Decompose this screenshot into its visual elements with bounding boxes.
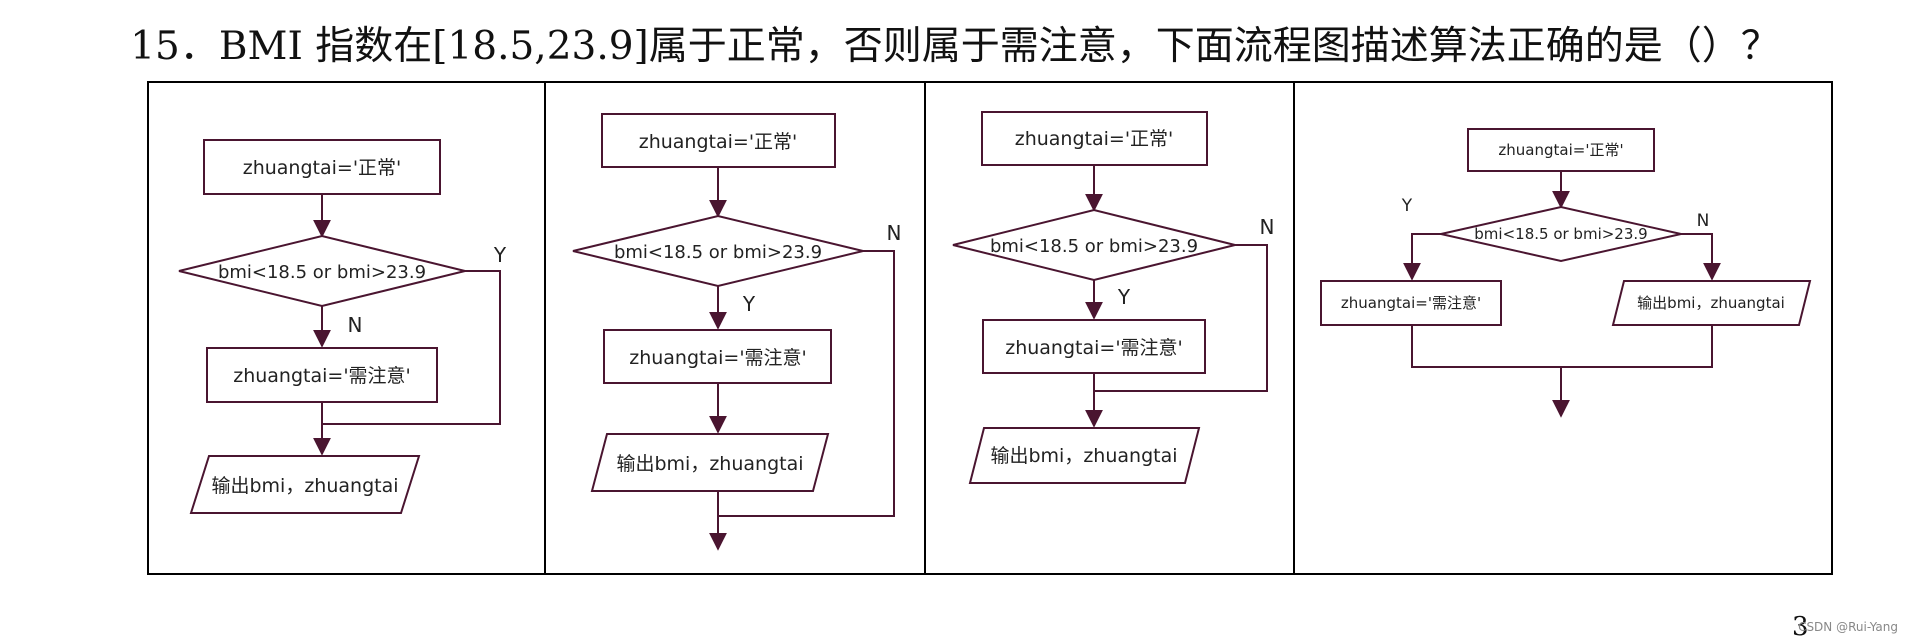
condition-label: bmi<18.5 or bmi>23.9 <box>614 242 822 263</box>
init-label: zhuangtai='正常' <box>1015 128 1174 150</box>
condition-label: bmi<18.5 or bmi>23.9 <box>218 262 426 283</box>
flowchart-b <box>572 113 895 551</box>
action-box <box>1320 280 1502 326</box>
init-box <box>1467 128 1655 172</box>
output-label: 输出bmi，zhuangtai <box>990 445 1177 467</box>
init-box <box>203 139 441 195</box>
init-label: zhuangtai='正常' <box>1498 141 1623 159</box>
output-label: 输出bmi，zhuangtai <box>211 475 398 497</box>
question-text: 15．BMI 指数在[18.5,23.9]属于正常，否则属于需注意，下面流程图描… <box>130 24 1780 69</box>
action-label: zhuangtai='需注意' <box>1005 337 1183 359</box>
init-label: zhuangtai='正常' <box>639 131 798 153</box>
branch-label-n: N <box>887 221 902 245</box>
no-branch-line <box>718 250 895 517</box>
flowchart-d <box>1320 128 1812 418</box>
output-parallelogram <box>1611 280 1812 326</box>
action-box <box>982 319 1206 374</box>
no-branch-line <box>1094 244 1268 392</box>
watermark: CSDN @Rui-Yang <box>1798 620 1898 634</box>
output-parallelogram <box>968 427 1201 484</box>
branch-label-y: Y <box>742 292 756 316</box>
no-branch-line <box>1681 233 1721 281</box>
table-border <box>147 81 1833 575</box>
condition-label: bmi<18.5 or bmi>23.9 <box>1474 225 1647 243</box>
flowchart-c <box>952 111 1268 484</box>
action-box <box>603 329 832 384</box>
merge-line <box>1411 325 1713 368</box>
branch-label-y: Y <box>1117 285 1131 309</box>
branch-label-n: N <box>1260 215 1275 239</box>
flowchart-options: zhuangtai='正常' bmi<18.5 or bmi>23.9 N Y … <box>147 81 1833 575</box>
flowchart-a <box>178 139 501 514</box>
output-parallelogram <box>189 455 421 514</box>
branch-label-y: Y <box>1401 196 1413 216</box>
flowchart-table: zhuangtai='正常' bmi<18.5 or bmi>23.9 N Y … <box>147 81 1833 575</box>
branch-label-y: Y <box>493 243 507 267</box>
yes-branch-line <box>322 270 501 425</box>
action-label: zhuangtai='需注意' <box>629 347 807 369</box>
branch-label-n: N <box>348 313 363 337</box>
yes-branch-line <box>1403 233 1441 281</box>
init-box <box>981 111 1208 166</box>
output-parallelogram <box>590 433 830 492</box>
output-label: 输出bmi，zhuangtai <box>1637 294 1785 312</box>
init-box <box>601 113 836 168</box>
action-label: zhuangtai='需注意' <box>233 365 411 387</box>
init-label: zhuangtai='正常' <box>243 157 402 179</box>
branch-label-n: N <box>1697 211 1710 231</box>
condition-label: bmi<18.5 or bmi>23.9 <box>990 236 1198 257</box>
output-label: 输出bmi，zhuangtai <box>616 453 803 475</box>
page-number: 3 <box>1792 612 1809 642</box>
action-label: zhuangtai='需注意' <box>1341 294 1481 312</box>
